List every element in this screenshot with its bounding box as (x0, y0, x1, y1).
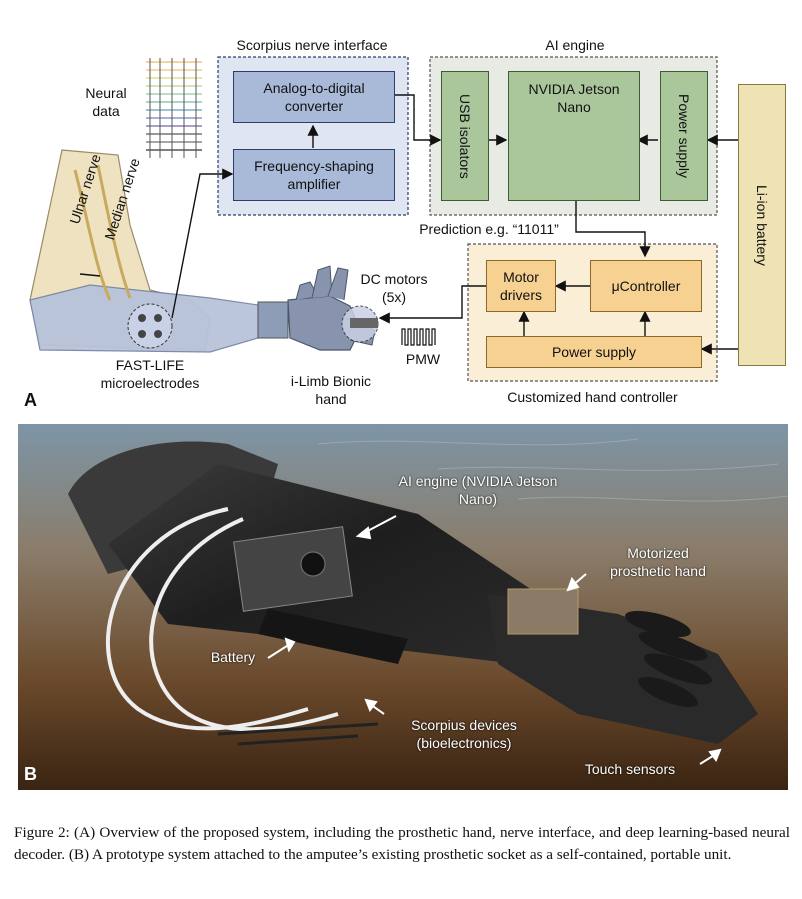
jetson-label: NVIDIA Jetson Nano (528, 81, 620, 115)
annotation-battery: Battery (210, 649, 256, 665)
scorpius-title: Scorpius nerve interface (236, 37, 388, 53)
motor-drivers-label: Motor drivers (499, 269, 542, 303)
adc-box: Analog-to-digital converter (233, 71, 395, 123)
battery-box: Li-ion battery (738, 84, 786, 366)
annotation-touch-sensors: Touch sensors (584, 761, 676, 777)
panel-b-letter: B (24, 764, 37, 784)
neural-data-label: Neural data (85, 85, 127, 119)
amp-box: Frequency-shaping amplifier (233, 149, 395, 201)
pmw-waveform (401, 328, 436, 346)
annotation-scorpius: Scorpius devices (bioelectronics) (411, 717, 517, 751)
annotation-ai-engine: AI engine (NVIDIA Jetson Nano) (398, 473, 558, 507)
microelectrode-circle (127, 303, 173, 349)
controller-power-box: Power supply (486, 336, 702, 368)
dc-motors-label: DC motors (5x) (360, 271, 428, 305)
ucontroller-label: μController (611, 278, 681, 294)
neural-data-traces (146, 58, 202, 158)
ai-engine-title: AI engine (545, 37, 605, 53)
prediction-label: Prediction e.g. “11011” (419, 221, 559, 237)
ai-power-label: Power supply (676, 93, 692, 179)
microelectrodes-label: FAST-LIFE microelectrodes (100, 357, 200, 391)
adc-label: Analog-to-digital converter (263, 80, 365, 114)
hand-controller-title: Customized hand controller (507, 389, 678, 405)
prototype-photo: AI engine (NVIDIA Jetson Nano) Motorized… (18, 424, 788, 790)
usb-isolators-box: USB isolators (441, 71, 489, 201)
annotation-motorized-hand: Motorized prosthetic hand (610, 545, 706, 579)
ucontroller-box: μController (590, 260, 702, 312)
usb-isolators-label: USB isolators (457, 93, 473, 179)
jetson-box: NVIDIA Jetson Nano (508, 71, 640, 201)
ai-power-box: Power supply (660, 71, 708, 201)
battery-label: Li-ion battery (754, 184, 770, 266)
controller-power-label: Power supply (551, 344, 637, 360)
figure-caption: Figure 2: (A) Overview of the proposed s… (14, 824, 790, 863)
pmw-label: PMW (405, 351, 441, 367)
amp-label: Frequency-shaping amplifier (254, 158, 374, 192)
panel-a-letter: A (24, 390, 37, 410)
bionic-hand-label: i-Limb Bionic hand (290, 373, 372, 407)
motor-drivers-box: Motor drivers (486, 260, 556, 312)
prototype-photo-art (18, 424, 788, 790)
